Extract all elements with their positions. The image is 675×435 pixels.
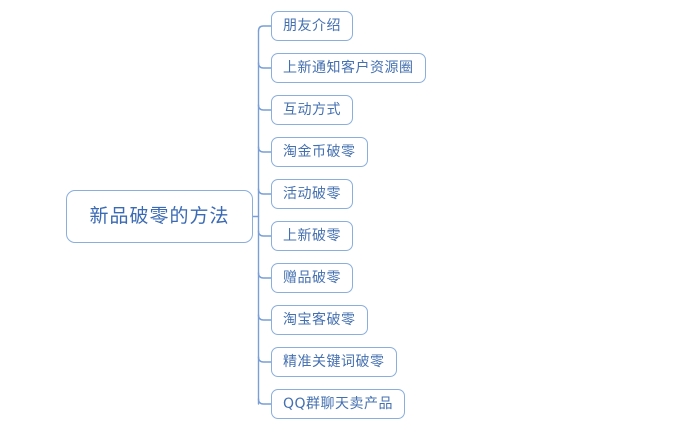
branch-node-1-label: 朋友介绍 [283, 18, 341, 34]
branch-node-10[interactable]: QQ群聊天卖产品 [271, 389, 406, 419]
branch-node-4[interactable]: 淘金币破零 [271, 137, 368, 167]
elbow-7 [257, 272, 272, 279]
root-node[interactable]: 新品破零的方法 [66, 190, 253, 243]
elbow-5 [257, 188, 272, 195]
branch-node-3-label: 互动方式 [283, 102, 341, 118]
branch-node-7[interactable]: 赠品破零 [271, 263, 353, 293]
branch-node-6-label: 上新破零 [283, 228, 341, 244]
elbow-2 [257, 62, 272, 69]
elbow-10 [257, 398, 272, 405]
elbow-1 [257, 25, 272, 32]
branch-node-2-label: 上新通知客户资源圈 [283, 60, 414, 76]
branch-node-1[interactable]: 朋友介绍 [271, 11, 353, 41]
branch-node-9[interactable]: 精准关键词破零 [271, 347, 397, 377]
branch-node-7-label: 赠品破零 [283, 270, 341, 286]
branch-node-8[interactable]: 淘宝客破零 [271, 305, 368, 335]
root-node-label: 新品破零的方法 [89, 205, 230, 227]
branch-node-5-label: 活动破零 [283, 186, 341, 202]
elbow-3 [257, 104, 272, 111]
branch-node-2[interactable]: 上新通知客户资源圈 [271, 53, 426, 83]
elbow-6 [257, 230, 272, 237]
branch-node-6[interactable]: 上新破零 [271, 221, 353, 251]
elbow-4 [257, 146, 272, 153]
branch-node-9-label: 精准关键词破零 [283, 354, 385, 370]
branch-node-10-label: QQ群聊天卖产品 [283, 396, 394, 412]
branch-node-5[interactable]: 活动破零 [271, 179, 353, 209]
branch-node-8-label: 淘宝客破零 [283, 312, 356, 328]
branch-node-3[interactable]: 互动方式 [271, 95, 353, 125]
elbow-9 [257, 356, 272, 363]
branch-node-4-label: 淘金币破零 [283, 144, 356, 160]
elbow-8 [257, 314, 272, 321]
